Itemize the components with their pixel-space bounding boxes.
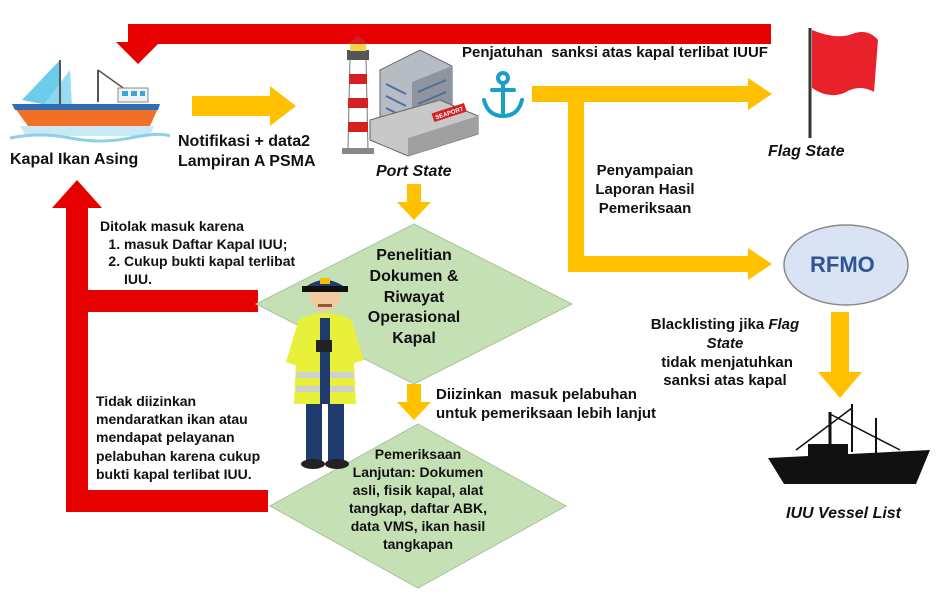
report-line-2: Laporan Hasil xyxy=(595,180,695,198)
blacklisting-state: State xyxy=(706,334,744,352)
foreign-vessel-label: Kapal Ikan Asing xyxy=(10,151,139,168)
report-label: Penyampaian Laporan Hasil Pemeriksaan xyxy=(590,162,700,218)
sanction-label: Penjatuhan sanksi atas kapal terlibat IU… xyxy=(462,44,768,61)
not-allowed-line-2: mendaratkan ikan atau xyxy=(96,411,248,428)
further-check-line-2: Lanjutan: Dokumen xyxy=(352,463,484,480)
blacklisting-line-1: Blacklisting jika Flag xyxy=(640,316,810,335)
not-allowed-line-4: pelabuhan karena cukup xyxy=(96,447,261,464)
return-arrow-rejected xyxy=(52,180,258,512)
not-allowed-line-5: bukti kapal terlibat IUU. xyxy=(96,465,252,482)
further-check-line-5: data VMS, ikan hasil xyxy=(350,517,486,534)
further-check-line-1: Pemeriksaan xyxy=(374,446,462,462)
port-to-check-arrow xyxy=(397,184,431,220)
rfmo-label: RFMO xyxy=(810,252,875,277)
fishing-boat-icon xyxy=(9,60,171,143)
anchor-icon xyxy=(482,71,524,119)
notification-line-2: Lampiran A PSMA xyxy=(178,153,316,170)
vessel-silhouette-icon xyxy=(768,404,930,484)
document-check-label: Penelitian Dokumen & Riwayat Operasional… xyxy=(344,246,484,350)
further-check-label: Pemeriksaan Lanjutan: Dokumen asli, fisi… xyxy=(328,446,508,553)
report-line-3: Pemeriksaan xyxy=(598,199,692,217)
lighthouse-icon xyxy=(342,36,374,154)
not-allowed-label: Tidak diizinkan mendaratkan ikan atau me… xyxy=(96,392,260,483)
allowed-label: Diizinkan masuk pelabuhan untuk pemeriks… xyxy=(436,386,656,424)
document-check-line-1: Penelitian xyxy=(376,247,452,264)
document-check-line-5: Kapal xyxy=(392,330,436,348)
blacklisting-line-2: State tidak menjatuhkan xyxy=(640,335,810,373)
officer-icon xyxy=(286,278,364,469)
blacklisting-flag: Flag xyxy=(768,316,800,333)
rejected-reason-1: masuk Daftar Kapal IUU; xyxy=(124,236,300,254)
rejected-title: Ditolak masuk karena xyxy=(100,218,244,234)
not-allowed-line-3: mendapat pelayanan xyxy=(96,429,235,446)
document-check-line-4: Operasional xyxy=(367,309,461,327)
further-check-line-4: tangkap, daftar ABK, xyxy=(349,499,487,516)
port-state-label: Port State xyxy=(376,163,452,180)
blacklisting-line-3: sanksi atas kapal xyxy=(663,372,787,390)
notification-arrow xyxy=(192,86,296,126)
iuu-list-label: IUU Vessel List xyxy=(786,505,902,522)
check-to-further-arrow xyxy=(397,384,431,420)
further-check-line-3: asli, fisik kapal, alat xyxy=(352,481,484,498)
document-check-line-3: Riwayat xyxy=(383,288,445,306)
flag-state-arrow xyxy=(532,78,772,110)
blacklisting-prefix: Blacklisting jika xyxy=(650,316,769,333)
blacklisting-label: Blacklisting jika Flag State tidak menja… xyxy=(640,316,810,391)
notification-line-1: Notifikasi + data2 xyxy=(178,133,311,150)
rejected-label: Ditolak masuk karena masuk Daftar Kapal … xyxy=(100,218,300,288)
not-allowed-line-1: Tidak diizinkan xyxy=(96,393,197,409)
rejected-reasons: masuk Daftar Kapal IUU; Cukup bukti kapa… xyxy=(100,236,300,289)
allowed-line-2: untuk pemeriksaan lebih lanjut xyxy=(436,404,657,422)
port-building-icon: SEAPORT xyxy=(369,49,479,157)
document-check-line-2: Dokumen & xyxy=(369,267,459,285)
return-arrow-not-allowed xyxy=(66,490,268,512)
rejected-reason-2: Cukup bukti kapal terlibat IUU. xyxy=(124,253,300,288)
flag-icon xyxy=(808,28,878,138)
report-line-1: Penyampaian xyxy=(596,162,694,179)
rfmo-arrow xyxy=(568,86,772,280)
rfmo-to-list-arrow xyxy=(818,312,862,398)
allowed-line-1: Diizinkan masuk pelabuhan xyxy=(436,386,637,403)
blacklisting-rest-1: tidak menjatuhkan xyxy=(657,353,793,371)
notification-label: Notifikasi + data2 Lampiran A PSMA xyxy=(178,132,316,172)
flag-state-label: Flag State xyxy=(768,143,845,160)
sanction-arrow xyxy=(116,24,771,64)
further-check-line-6: tangkapan xyxy=(382,535,453,552)
rfmo-ellipse xyxy=(783,224,909,306)
